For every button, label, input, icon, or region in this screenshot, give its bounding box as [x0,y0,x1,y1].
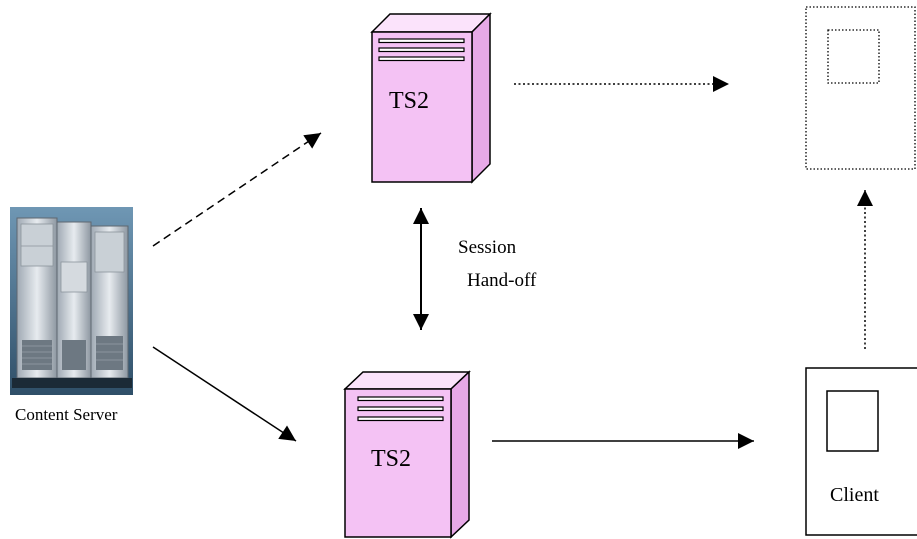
client-label: Client [830,484,879,506]
client-bottom-box [805,367,917,536]
client-top-dotted-box [805,6,916,170]
session-label-line1: Session [458,237,517,258]
edge-content-to-ts-bottom [152,346,297,442]
ts2-top-server-icon [370,12,492,184]
content-server-icon [10,207,133,395]
session-label-line2: Hand-off [467,270,537,291]
ts-top-label: TS2 [389,88,430,114]
ts2-bottom-server-icon [343,370,471,539]
ts-bottom-label: TS2 [371,446,412,472]
edge-content-to-ts-top [152,132,322,247]
content-server-label: Content Server [15,405,118,424]
